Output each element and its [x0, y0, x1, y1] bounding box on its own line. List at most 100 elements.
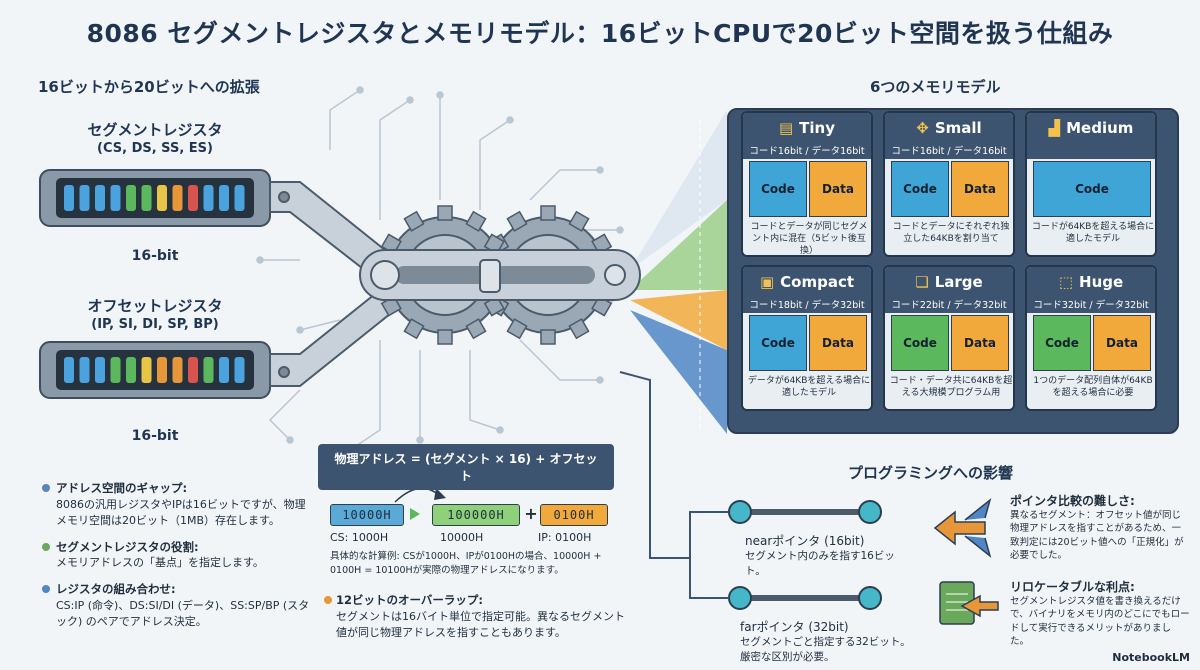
overlap-title: 12ビットのオーバーラップ:	[336, 593, 483, 607]
data-block: Data	[951, 161, 1009, 217]
register-led	[110, 185, 121, 211]
memory-model-spec: コード22bit / データ32bit	[885, 297, 1013, 313]
compare-arrows-icon	[933, 497, 992, 559]
adder-slider	[359, 249, 641, 301]
register-led	[141, 357, 152, 383]
code-block: Code	[1033, 161, 1151, 217]
register-led	[234, 357, 245, 383]
bullet-dot	[42, 542, 50, 551]
memory-model-name: Medium	[1066, 119, 1134, 137]
memory-model-description: コードとデータが同じセグメント内に混在（5ビット後互換）	[750, 222, 868, 257]
window-icon: ▣	[759, 273, 775, 291]
transform-arrow	[410, 508, 420, 520]
far-pointer-text: セグメントごと指定する32ビット。厳密な区別が必要。	[740, 636, 911, 663]
bullet-address-gap: アドレス空間のギャップ: 8086の汎用レジスタやIPは16ビットですが、物理メ…	[42, 480, 316, 529]
ip-caption: IP: 0100H	[538, 531, 592, 544]
gear-tooth	[465, 318, 487, 340]
gear-tooth	[437, 329, 453, 345]
ip-hex-value: 0100H	[540, 504, 608, 526]
brand-logo-text: NotebookLM	[1112, 651, 1190, 664]
segment-register-bar	[39, 169, 271, 227]
bullet-text: CS:IP (命令)、DS:SI/DI (データ)、SS:SP/BP (スタック…	[56, 598, 310, 628]
overlap-dot	[324, 596, 332, 604]
relocatable-note: リロケータブルな利点: セグメントレジスタ値を書き換えるだけで、バイナリをメモリ…	[1010, 578, 1190, 648]
register-led	[203, 185, 214, 211]
register-led	[219, 185, 229, 211]
memory-model-header: ▣ Compact	[743, 267, 871, 297]
memory-model-header: ▤Tiny	[743, 113, 871, 143]
bullet-text: 8086の汎用レジスタやIPは16ビットですが、物理メモリ空間は20ビット（1M…	[56, 497, 306, 527]
memory-model-description: データが64KBを超える場合に適したモデル	[747, 376, 871, 399]
compare-title: ポインタ比較の難しさ:	[1010, 494, 1135, 508]
page-title: 8086 セグメントレジスタとメモリモデル：16ビットCPUで20ビット空間を扱…	[86, 19, 1114, 48]
code-block: Code	[749, 161, 807, 217]
near-pointer: nearポインタ (16bit) セグメント内のみを指す16ビット。	[745, 532, 915, 578]
data-block: Data	[809, 315, 867, 371]
calc-example: 具体的な計算例: CSが1000H、IPが0100Hの場合、10000H + 0…	[330, 551, 602, 576]
far-pointer-title: farポインタ (32bit)	[740, 620, 849, 634]
register-led	[157, 357, 167, 383]
memory-model-header: ❏Large	[885, 267, 1013, 297]
gear-tooth	[506, 318, 528, 340]
segment-register-list: (CS, DS, SS, ES)	[97, 141, 213, 157]
register-led	[79, 185, 90, 211]
code-block: Code	[891, 161, 949, 217]
offset-register-bar	[39, 341, 271, 399]
gear-tooth	[506, 210, 528, 232]
compare-text: 異なるセグメント：オフセット値が同じ物理アドレスを指すことがあるため、一致判定に…	[1010, 510, 1184, 561]
move-arrows-icon: ✥	[916, 119, 929, 137]
shift-arrow-head	[434, 488, 446, 500]
register-led	[234, 185, 245, 211]
offset-register-name: オフセットレジスタ	[87, 297, 223, 315]
register-led	[64, 357, 74, 383]
register-led	[95, 357, 105, 383]
offset-register-list: (IP, SI, DI, SP, BP)	[91, 317, 219, 333]
register-led	[141, 185, 152, 211]
register-led	[95, 185, 105, 211]
register-led	[188, 185, 198, 211]
memory-model-spec	[1027, 143, 1155, 159]
memory-model-description: 1つのデータ配列自体が64KBを超える場合に必要	[1033, 376, 1153, 399]
register-led	[172, 185, 183, 211]
cs-caption: CS: 1000H	[330, 531, 389, 544]
plus-sign: +	[524, 504, 538, 523]
memory-model-description: コード・データ共に64KBを超える大規模プログラム用	[889, 376, 1013, 399]
bullet-register-pairs: レジスタの組み合わせ: CS:IP (命令)、DS:SI/DI (データ)、SS…	[42, 581, 316, 630]
gear-tooth	[403, 210, 425, 232]
gear-tooth	[540, 205, 556, 221]
pointer-connectors	[619, 371, 882, 610]
register-led	[157, 185, 167, 211]
code-block: Code	[891, 315, 949, 371]
memory-model-description: コードとデータにそれぞれ独立した64KBを割り当て	[892, 222, 1010, 245]
memory-model-header: ▟ Medium	[1027, 113, 1155, 143]
memory-model-header: ⬚Huge	[1027, 267, 1155, 297]
relocatable-title: リロケータブルな利点:	[1010, 580, 1135, 594]
bar-chart-icon: ▟	[1048, 119, 1061, 137]
register-led	[110, 357, 121, 383]
shift-arrow	[394, 487, 441, 503]
memory-models-title: 6つのメモリモデル	[870, 78, 1001, 96]
circuit-lines	[256, 86, 624, 454]
bullet-title: レジスタの組み合わせ:	[56, 582, 176, 597]
segment-register-name: セグメントレジスタ	[87, 121, 223, 139]
gear-tooth	[465, 210, 487, 232]
segment-register-title: セグメントレジスタ (CS, DS, SS, ES)	[60, 120, 250, 158]
register-led	[219, 357, 229, 383]
memory-model-name: Compact	[780, 273, 855, 291]
memory-model-name: Huge	[1079, 273, 1124, 291]
relocate-document-icon	[939, 581, 999, 625]
cs-hex-value: 10000H	[330, 504, 404, 526]
bullet-list: アドレス空間のギャップ: 8086の汎用レジスタやIPは16ビットですが、物理メ…	[42, 480, 316, 630]
register-led	[64, 185, 74, 211]
memory-model-name: Large	[934, 273, 983, 291]
data-block: Data	[951, 315, 1009, 371]
gear-tooth	[403, 318, 425, 340]
register-led	[126, 357, 136, 383]
